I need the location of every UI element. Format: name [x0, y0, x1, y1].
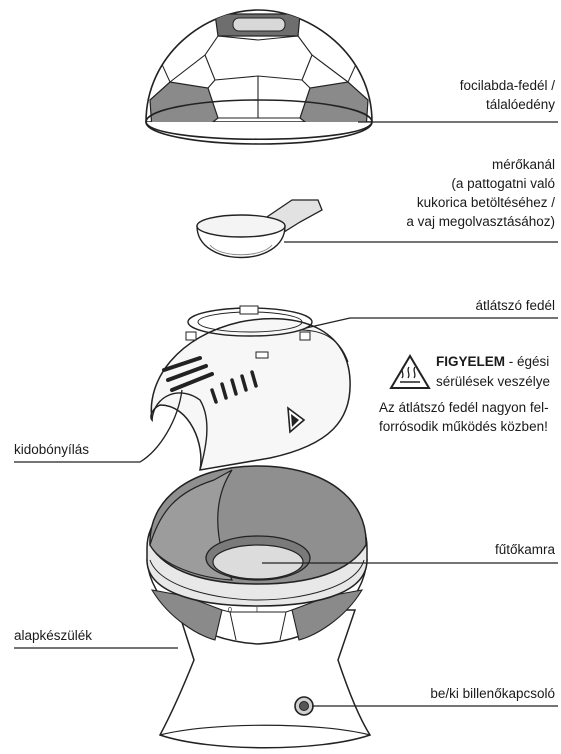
- svg-text:0: 0: [228, 607, 232, 614]
- label-clear-lid: átlátszó fedél: [475, 296, 555, 315]
- label-heating-chamber: fűtőkamra: [495, 540, 555, 559]
- label-scoop-line4: a vaj megolvasztásához): [406, 212, 555, 231]
- label-chute: kidobónyílás: [14, 440, 89, 459]
- svg-text:I: I: [256, 607, 258, 614]
- warning-text-line2: forrósodik működés közben!: [379, 417, 549, 436]
- label-football-lid: focilabda-fedél / tálalóedény: [460, 76, 555, 114]
- clear-lid: [151, 306, 350, 470]
- label-base-unit: alapkészülék: [14, 626, 92, 645]
- warning-word: FIGYELEM: [436, 354, 505, 369]
- leader-line-clear-lid: [306, 318, 558, 328]
- warning-text: Az átlátszó fedél nagyon fel- forrósodik…: [379, 398, 549, 436]
- warning-heading: FIGYELEM - égési: [436, 352, 549, 371]
- label-scoop-line1: mérőkanál: [406, 155, 555, 174]
- football-lid: [146, 10, 372, 144]
- label-measuring-scoop: mérőkanál (a pattogatni való kukorica be…: [406, 155, 555, 231]
- label-scoop-line3: kukorica betöltéséhez /: [406, 193, 555, 212]
- label-switch: be/ki billenőkapcsoló: [430, 684, 555, 703]
- measuring-scoop: [197, 200, 322, 258]
- warning-heading-rest: - égési: [505, 354, 549, 369]
- label-football-lid-line1: focilabda-fedél /: [460, 76, 555, 95]
- warning-text-line1: Az átlátszó fedél nagyon fel-: [379, 398, 549, 417]
- label-football-lid-line2: tálalóedény: [460, 95, 555, 114]
- warning-heading-line2: sérülések veszélye: [436, 372, 550, 391]
- label-scoop-line2: (a pattogatni való: [406, 174, 555, 193]
- hot-surface-warning-icon: [391, 356, 429, 388]
